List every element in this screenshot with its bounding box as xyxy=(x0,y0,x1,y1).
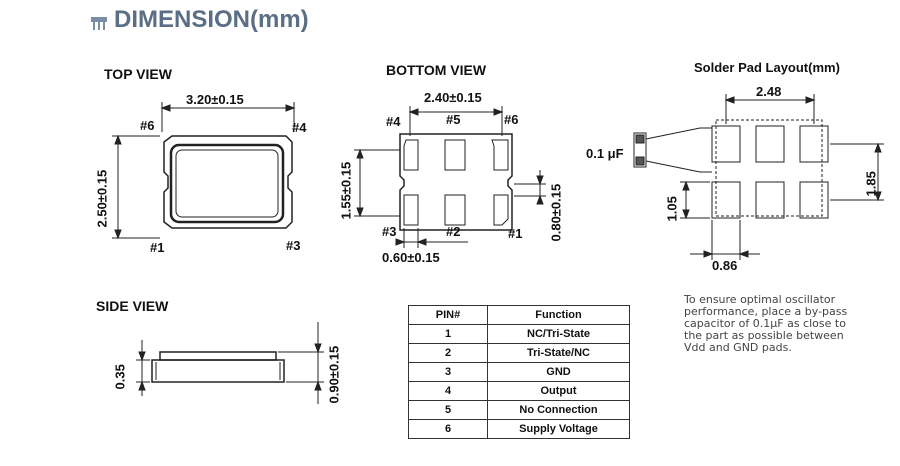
top-pin-3: #3 xyxy=(286,238,301,253)
side-base-label: 0.35 xyxy=(112,364,128,390)
table-row: 6 Supply Voltage xyxy=(408,419,630,439)
bottom-pin-4: #4 xyxy=(386,114,401,129)
solder-pad-w-label: 0.86 xyxy=(712,258,738,273)
top-width-label: 3.20±0.15 xyxy=(186,92,244,107)
table-header-row: PIN# Function xyxy=(408,305,630,325)
bottom-pad-width-v-label: 0.80±0.15 xyxy=(548,183,564,242)
table-row: 4 Output xyxy=(408,381,630,401)
bottom-pin-3: #3 xyxy=(382,224,397,239)
table-row: 1 NC/Tri-State xyxy=(408,324,630,344)
solder-pad-heading: Solder Pad Layout(mm) xyxy=(694,60,840,75)
bottom-pad-width-h-label: 0.60±0.15 xyxy=(382,250,440,265)
page-title: DIMENSION(mm) xyxy=(114,6,309,33)
top-view-heading: TOP VIEW xyxy=(104,66,172,82)
capacitor-label: 0.1 μF xyxy=(586,146,624,161)
bottom-pitch-label: 2.40±0.15 xyxy=(424,90,482,105)
pin-cell: 1 xyxy=(408,324,488,344)
function-cell: Output xyxy=(487,381,630,401)
top-pin-1: #1 xyxy=(150,240,165,255)
function-cell: NC/Tri-State xyxy=(487,324,630,344)
solder-pad-h-label: 1.05 xyxy=(664,196,680,222)
table-row: 3 GND xyxy=(408,362,630,382)
side-view-package xyxy=(151,351,285,383)
bypass-capacitor-note: To ensure optimal oscillator performance… xyxy=(684,293,848,354)
function-cell: No Connection xyxy=(487,400,630,420)
bottom-pin-1: #1 xyxy=(508,226,523,241)
table-row: 5 No Connection xyxy=(408,400,630,420)
side-view-heading: SIDE VIEW xyxy=(96,298,169,314)
top-pin-4: #4 xyxy=(292,120,307,135)
bottom-pin-6: #6 xyxy=(504,112,519,127)
solder-pitch-label: 2.48 xyxy=(756,84,782,99)
top-height-label: 2.50±0.15 xyxy=(94,169,110,228)
bottom-view-package xyxy=(399,133,513,231)
solder-pad-layout xyxy=(633,119,829,219)
table-row: 2 Tri-State/NC xyxy=(408,343,630,363)
bottom-pin-5: #5 xyxy=(446,112,461,127)
solder-height-label: 1.85 xyxy=(863,171,879,197)
pin-cell: 4 xyxy=(408,381,488,401)
pin-cell: 5 xyxy=(408,400,488,420)
pin-cell: 2 xyxy=(408,343,488,363)
pin-cell: 3 xyxy=(408,362,488,382)
function-cell: Tri-State/NC xyxy=(487,343,630,363)
chip-icon xyxy=(91,17,107,30)
bottom-view-heading: BOTTOM VIEW xyxy=(386,62,487,78)
pin-column-header: PIN# xyxy=(408,305,488,325)
function-column-header: Function xyxy=(487,305,630,325)
top-pin-6: #6 xyxy=(140,118,155,133)
pin-function-table: PIN# Function 1 NC/Tri-State 2 Tri-State… xyxy=(408,305,630,439)
bottom-pad-height-label: 1.55±0.15 xyxy=(338,161,354,220)
top-view-package xyxy=(163,135,293,229)
bottom-pin-2: #2 xyxy=(446,224,461,239)
function-cell: GND xyxy=(487,362,630,382)
function-cell: Supply Voltage xyxy=(487,419,630,439)
side-height-label: 0.90±0.15 xyxy=(326,345,342,404)
pin-cell: 6 xyxy=(408,419,488,439)
